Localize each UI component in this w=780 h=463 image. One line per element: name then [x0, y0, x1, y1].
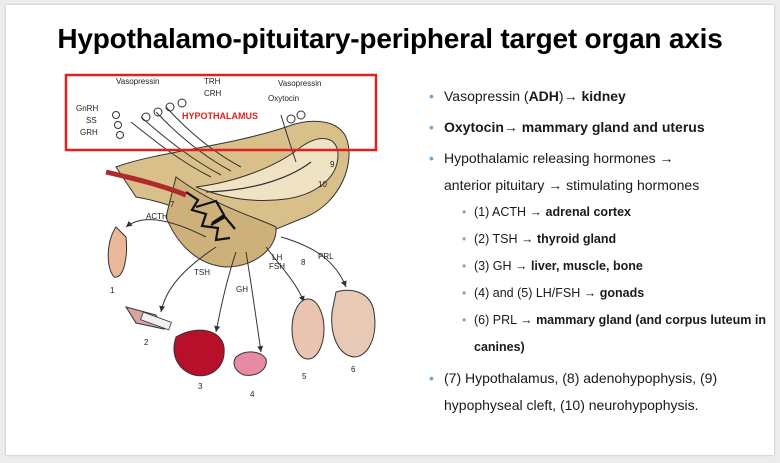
- diagram-svg: Vasopressin TRH CRH Vasopressin Oxytocin…: [64, 73, 378, 399]
- text: hypophyseal cleft, (10) neurohypophysis.: [444, 397, 699, 413]
- text: anterior pituitary → stimulating hormone…: [444, 177, 700, 193]
- label-tsh: TSH: [194, 268, 210, 277]
- label-grh: GRH: [80, 128, 98, 137]
- text: (1) ACTH →: [474, 205, 546, 219]
- sub-bullet-prl: (6) PRL → mammary gland (and corpus lute…: [444, 307, 766, 361]
- pancreas-organ: [233, 351, 267, 376]
- sub-bullet-lh-fsh: (4) and (5) LH/FSH → gonads: [444, 280, 766, 307]
- neuron-cell: [153, 107, 163, 117]
- text: (2) TSH →: [474, 232, 537, 246]
- ovary-organ: [291, 298, 325, 360]
- adenohypophysis: [165, 176, 277, 268]
- arrow-gh: [214, 251, 237, 333]
- text-bold: ADH: [528, 88, 559, 104]
- hypothalamo-pituitary-diagram: Vasopressin TRH CRH Vasopressin Oxytocin…: [46, 67, 406, 407]
- text: (6) PRL →: [474, 313, 537, 327]
- label-n10: 10: [318, 180, 327, 189]
- text-bold: gonads: [599, 286, 645, 300]
- neuron-cell: [177, 98, 187, 108]
- neurohypophysis: [195, 138, 339, 201]
- label-n6: 6: [351, 365, 356, 374]
- bullet-structures: (7) Hypothalamus, (8) adenohypophysis, (…: [426, 365, 766, 419]
- bullet-oxytocin: Oxytocin→ mammary gland and uterus: [426, 114, 766, 141]
- thyroid-trachea: [140, 311, 172, 331]
- label-n8: 8: [301, 258, 306, 267]
- text-bold: liver, muscle, bone: [530, 259, 643, 273]
- text-bold: adrenal cortex: [545, 205, 632, 219]
- bullet-releasing-hormones: Hypothalamic releasing hormones → anteri…: [426, 145, 766, 361]
- label-oxytocin: Oxytocin: [268, 94, 299, 103]
- text: (3) GH →: [474, 259, 531, 273]
- label-n7: 7: [170, 200, 175, 209]
- label-n1: 1: [110, 286, 115, 295]
- arrow-acth: [125, 219, 207, 238]
- portal-vessels: [185, 191, 236, 242]
- mammary-gland-organ: [331, 289, 376, 358]
- text: Hypothalamic releasing hormones →: [444, 150, 674, 166]
- neuron-cell: [165, 102, 175, 112]
- label-n3: 3: [198, 382, 203, 391]
- label-trh: TRH: [204, 77, 221, 86]
- label-lh: LH: [272, 253, 282, 262]
- text: Vasopressin (: [444, 88, 529, 104]
- sub-bullet-tsh: (2) TSH → thyroid gland: [444, 226, 766, 253]
- label-gnrh: GnRH: [76, 104, 98, 113]
- label-n9: 9: [330, 160, 335, 169]
- arrow-prl: [280, 236, 347, 288]
- slide: Hypothalamo-pituitary-peripheral target …: [6, 5, 774, 455]
- neuron-cell: [296, 110, 306, 120]
- text: (4) and (5) LH/FSH →: [474, 286, 600, 300]
- text-bold: Oxytocin→ mammary gland and uterus: [444, 119, 705, 135]
- neuron-cell: [112, 111, 120, 119]
- arrow-tsh: [159, 246, 217, 313]
- label-n5: 5: [302, 372, 307, 381]
- bullet-list: Vasopressin (ADH)→ kidney Oxytocin→ mamm…: [426, 83, 766, 423]
- label-n2: 2: [144, 338, 149, 347]
- neuron-cell: [286, 114, 296, 124]
- label-crh: CRH: [204, 89, 222, 98]
- sub-bullet-gh: (3) GH → liver, muscle, bone: [444, 253, 766, 280]
- hypothalamus-highlight-box: [64, 73, 378, 152]
- hypophyseal-cleft: [205, 161, 312, 193]
- text: )→: [558, 88, 582, 104]
- nerve-fibers: [130, 106, 297, 178]
- adrenal-gland-organ: [107, 226, 127, 278]
- text-bold: kidney: [581, 88, 626, 104]
- arrow-lh-fsh: [265, 246, 305, 303]
- sub-bullet-list: (1) ACTH → adrenal cortex (2) TSH → thyr…: [444, 199, 766, 361]
- slide-title: Hypothalamo-pituitary-peripheral target …: [57, 23, 723, 54]
- label-fsh: FSH: [269, 262, 285, 271]
- neuron-cell: [114, 121, 122, 129]
- label-vasopressin-right: Vasopressin: [278, 79, 321, 88]
- label-acth: ACTH: [146, 212, 168, 221]
- label-hypothalamus: HYPOTHALAMUS: [182, 111, 258, 121]
- label-vasopressin-left: Vasopressin: [116, 77, 159, 86]
- text-bold: mammary gland (and corpus luteum in cani…: [474, 313, 766, 354]
- arrow-gh-2: [245, 251, 264, 353]
- text: (7) Hypothalamus, (8) adenohypophysis, (…: [444, 370, 718, 386]
- label-ss: SS: [86, 116, 97, 125]
- neuron-cell: [141, 112, 151, 122]
- text-bold: thyroid gland: [536, 232, 617, 246]
- neuron-cell: [116, 131, 124, 139]
- liver-organ: [173, 329, 225, 377]
- sub-bullet-acth: (1) ACTH → adrenal cortex: [444, 199, 766, 226]
- label-prl: PRL: [318, 252, 334, 261]
- bullet-vasopressin: Vasopressin (ADH)→ kidney: [426, 83, 766, 110]
- label-gh: GH: [236, 285, 248, 294]
- label-n4: 4: [250, 390, 255, 399]
- red-vessel: [105, 169, 187, 198]
